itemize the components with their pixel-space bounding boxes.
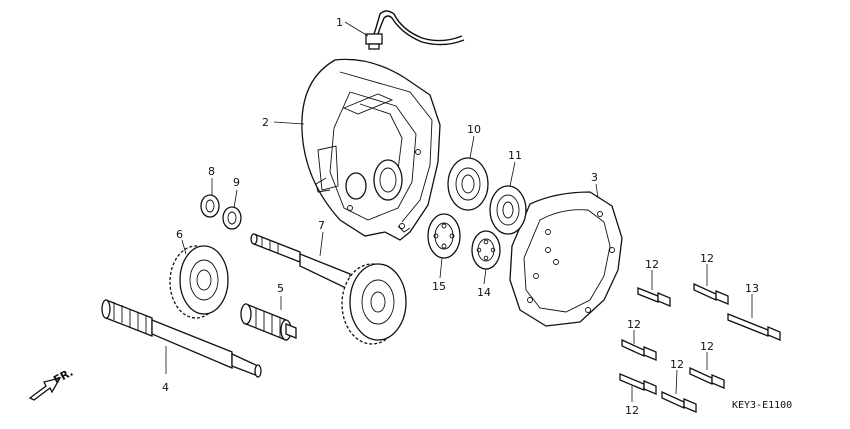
bolt-12-e: [619, 373, 657, 395]
callout-12-b: 12: [700, 252, 714, 265]
callout-14: 14: [477, 286, 491, 299]
callout-2: 2: [262, 116, 269, 129]
bolt-12-a: [637, 287, 671, 307]
callout-10: 10: [467, 123, 481, 136]
callout-7: 7: [318, 219, 325, 232]
bolt-12-c: [621, 338, 657, 361]
bearing-11: [489, 185, 527, 235]
callout-12-a: 12: [645, 258, 659, 271]
front-label: FR.: [51, 366, 75, 387]
case-gasket: [509, 191, 623, 327]
callouts: 1 2 3 4 5 6 7 8 9 10 11 12 12 12 12 12 1…: [162, 16, 759, 417]
bearing-14: [471, 230, 501, 270]
bearing-15: [427, 213, 461, 259]
countershaft-gear: [240, 303, 297, 341]
final-gear: [169, 245, 229, 319]
bolt-12-d: [689, 366, 725, 389]
callout-4: 4: [162, 381, 169, 394]
bearing-10: [447, 157, 489, 211]
front-direction-arrow: FR.: [28, 366, 75, 401]
callout-1: 1: [336, 16, 343, 29]
bolt-12-f: [661, 390, 697, 413]
drive-shaft: [250, 233, 407, 345]
callout-12-c: 12: [627, 318, 641, 331]
washer-9: [222, 206, 242, 230]
callout-9: 9: [233, 176, 240, 189]
breather-tube: [365, 10, 465, 50]
arrow-icon: [28, 376, 62, 401]
callout-12-d: 12: [700, 340, 714, 353]
callout-11: 11: [508, 149, 522, 162]
callout-12-f: 12: [625, 404, 639, 417]
washer-8: [200, 194, 220, 218]
callout-8: 8: [208, 165, 215, 178]
callout-15: 15: [432, 280, 446, 293]
callout-6: 6: [176, 228, 183, 241]
bolt-13: [727, 313, 781, 341]
bolt-12-b: [693, 282, 729, 305]
final-shaft: [101, 299, 262, 378]
callout-3: 3: [591, 171, 598, 184]
leader-lines: [165, 21, 753, 402]
callout-12-e: 12: [670, 358, 684, 371]
callout-5: 5: [277, 282, 284, 295]
diagram-code: KEY3-E1100: [732, 400, 792, 411]
callout-13: 13: [745, 282, 759, 295]
transmission-case: [301, 58, 441, 241]
